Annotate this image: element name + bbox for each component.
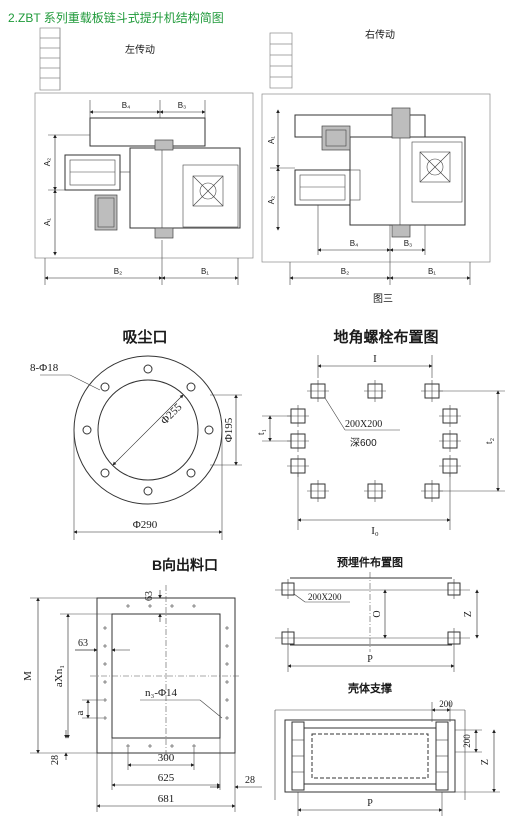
embedded-dim-o: O <box>372 610 383 617</box>
outlet-dim-a: a <box>74 710 86 715</box>
left-drive-label: 左传动 <box>125 43 155 56</box>
dim-b2-left: B₂ <box>114 267 122 276</box>
anchor-bolt-title: 地角螺栓布置图 <box>333 328 438 346</box>
anchor-bolt-drawing: 地角螺栓布置图 I 200X200 深600 t₁ <box>256 328 505 537</box>
anchor-dim-io: I₀ <box>371 525 379 537</box>
embedded-dim-z: Z <box>463 611 474 617</box>
anchor-dim-t1: t₁ <box>256 429 267 435</box>
outlet-dim-300: 300 <box>158 752 175 764</box>
embedded-plates <box>281 579 461 648</box>
dim-b3-right: B₃ <box>404 239 413 248</box>
anchor-bolt-squares <box>287 380 461 502</box>
dim-b2-right: B₂ <box>341 267 349 276</box>
left-stack-blocks <box>39 27 61 91</box>
embedded-parts-drawing: 预埋件布置图 200X200 O Z P <box>275 555 479 672</box>
shell-support-title: 壳体支撑 <box>347 681 392 695</box>
embedded-dim-p: P <box>367 654 373 665</box>
right-side-dimensions: A₁ A₂ <box>267 109 295 231</box>
bolt-holes <box>82 364 214 496</box>
shell-dim-200-top: 200 <box>439 699 453 709</box>
outlet-dim-28-left: 28 <box>50 755 61 765</box>
dim-b1-right: B₁ <box>428 267 436 276</box>
fig3-right-drive: 右传动 A₁ A₂ <box>261 28 491 285</box>
left-outer-frame <box>34 92 254 259</box>
dim-b1-left: B₁ <box>201 267 209 276</box>
figure-3-caption: 图三 <box>373 293 393 305</box>
outlet-dim-m: M <box>22 671 34 681</box>
dust-inner-dia: Φ255 <box>159 401 185 427</box>
embedded-title: 预埋件布置图 <box>337 555 403 569</box>
right-stack-blocks <box>269 32 293 89</box>
shell-dim-z: Z <box>480 759 491 765</box>
dust-port-drawing: 吸尘口 8-Φ18 Φ255 Φ195 Φ290 <box>30 329 242 540</box>
anchor-dim-t2: t₂ <box>484 438 495 444</box>
b-outlet-title: B向出料口 <box>152 557 218 573</box>
right-drive-label: 右传动 <box>365 28 395 41</box>
outlet-dim-625: 625 <box>158 772 175 784</box>
anchor-depth: 深600 <box>350 437 377 449</box>
outlet-dim-28-right: 28 <box>245 775 255 786</box>
outlet-holes-label: n₃-Φ14 <box>145 687 178 699</box>
fig3-left-drive: 左传动 B₄ B₃ <box>34 27 254 285</box>
left-machine-body <box>64 117 241 239</box>
right-machine-body <box>294 107 466 238</box>
b-outlet-drawing: B向出料口 63 <box>22 557 262 812</box>
dim-a2-left: A₂ <box>43 158 52 166</box>
dim-a1-left: A₁ <box>43 218 52 226</box>
outlet-dim-681: 681 <box>158 793 175 805</box>
shell-dim-p: P <box>367 798 373 809</box>
outlet-dim-axn1: aXn₁ <box>53 665 65 687</box>
right-outer-frame <box>261 93 491 263</box>
dim-a1-right: A₁ <box>267 136 276 144</box>
anchor-size: 200X200 <box>345 419 382 430</box>
dim-b3-left: B₃ <box>178 101 187 110</box>
dim-b4-left: B₄ <box>122 101 131 110</box>
dust-port-title: 吸尘口 <box>122 329 167 346</box>
shell-support-drawing: 壳体支撑 200 200 Z <box>274 681 500 816</box>
left-side-dimensions: A₂ A₁ <box>43 134 90 256</box>
shell-dim-200-side: 200 <box>462 734 472 748</box>
embedded-size: 200X200 <box>308 592 342 602</box>
anchor-dim-i: I <box>373 353 377 365</box>
support-blocks <box>291 721 449 791</box>
page-title: 2.ZBT 系列重载板链斗式提升机结构简图 <box>8 10 224 25</box>
dim-a2-right: A₂ <box>267 196 276 204</box>
left-bottom-dimensions: B₂ B₁ <box>44 240 239 285</box>
dust-bolt-circle: Φ195 <box>223 417 235 442</box>
outlet-dim-63-left: 63 <box>78 638 88 649</box>
dust-outer-dia: Φ290 <box>133 519 158 531</box>
outlet-holes <box>103 604 229 748</box>
outlet-dim-63-top: 63 <box>144 591 155 601</box>
dim-b4-right: B₄ <box>350 239 359 248</box>
dust-holes-label: 8-Φ18 <box>30 362 59 374</box>
right-bottom-dimensions: B₄ B₃ B₂ B₁ <box>289 205 471 285</box>
